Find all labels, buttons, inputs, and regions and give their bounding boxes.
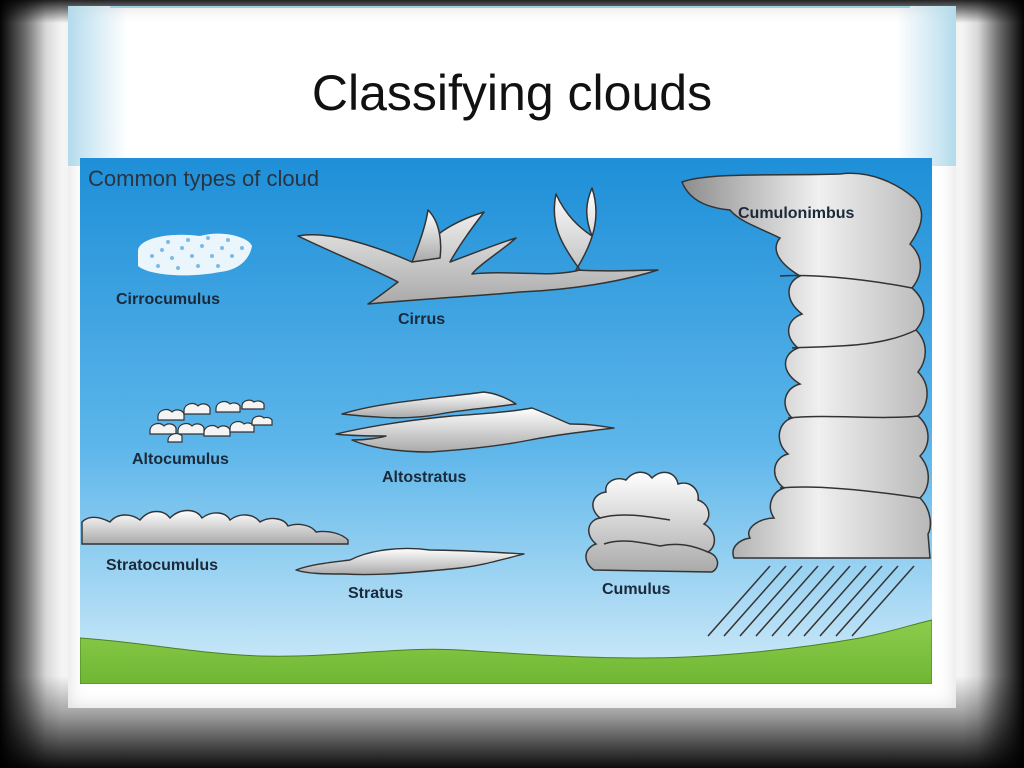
label-altocumulus: Altocumulus [132, 451, 229, 468]
cloud-diagram-svg: Common types of cloud Cirrocumulus Cirru… [80, 158, 932, 684]
label-cumulonimbus: Cumulonimbus [738, 205, 855, 222]
label-cirrus: Cirrus [398, 311, 445, 328]
label-cirrocumulus: Cirrocumulus [116, 291, 220, 308]
label-stratus: Stratus [348, 585, 403, 602]
diagram-heading: Common types of cloud [88, 166, 319, 191]
label-stratocumulus: Stratocumulus [106, 557, 218, 574]
cloud-types-diagram: Common types of cloud Cirrocumulus Cirru… [80, 158, 932, 684]
label-cumulus: Cumulus [602, 581, 671, 598]
slide-top-line [110, 6, 910, 8]
label-altostratus: Altostratus [382, 469, 467, 486]
slide-title: Classifying clouds [80, 64, 944, 122]
